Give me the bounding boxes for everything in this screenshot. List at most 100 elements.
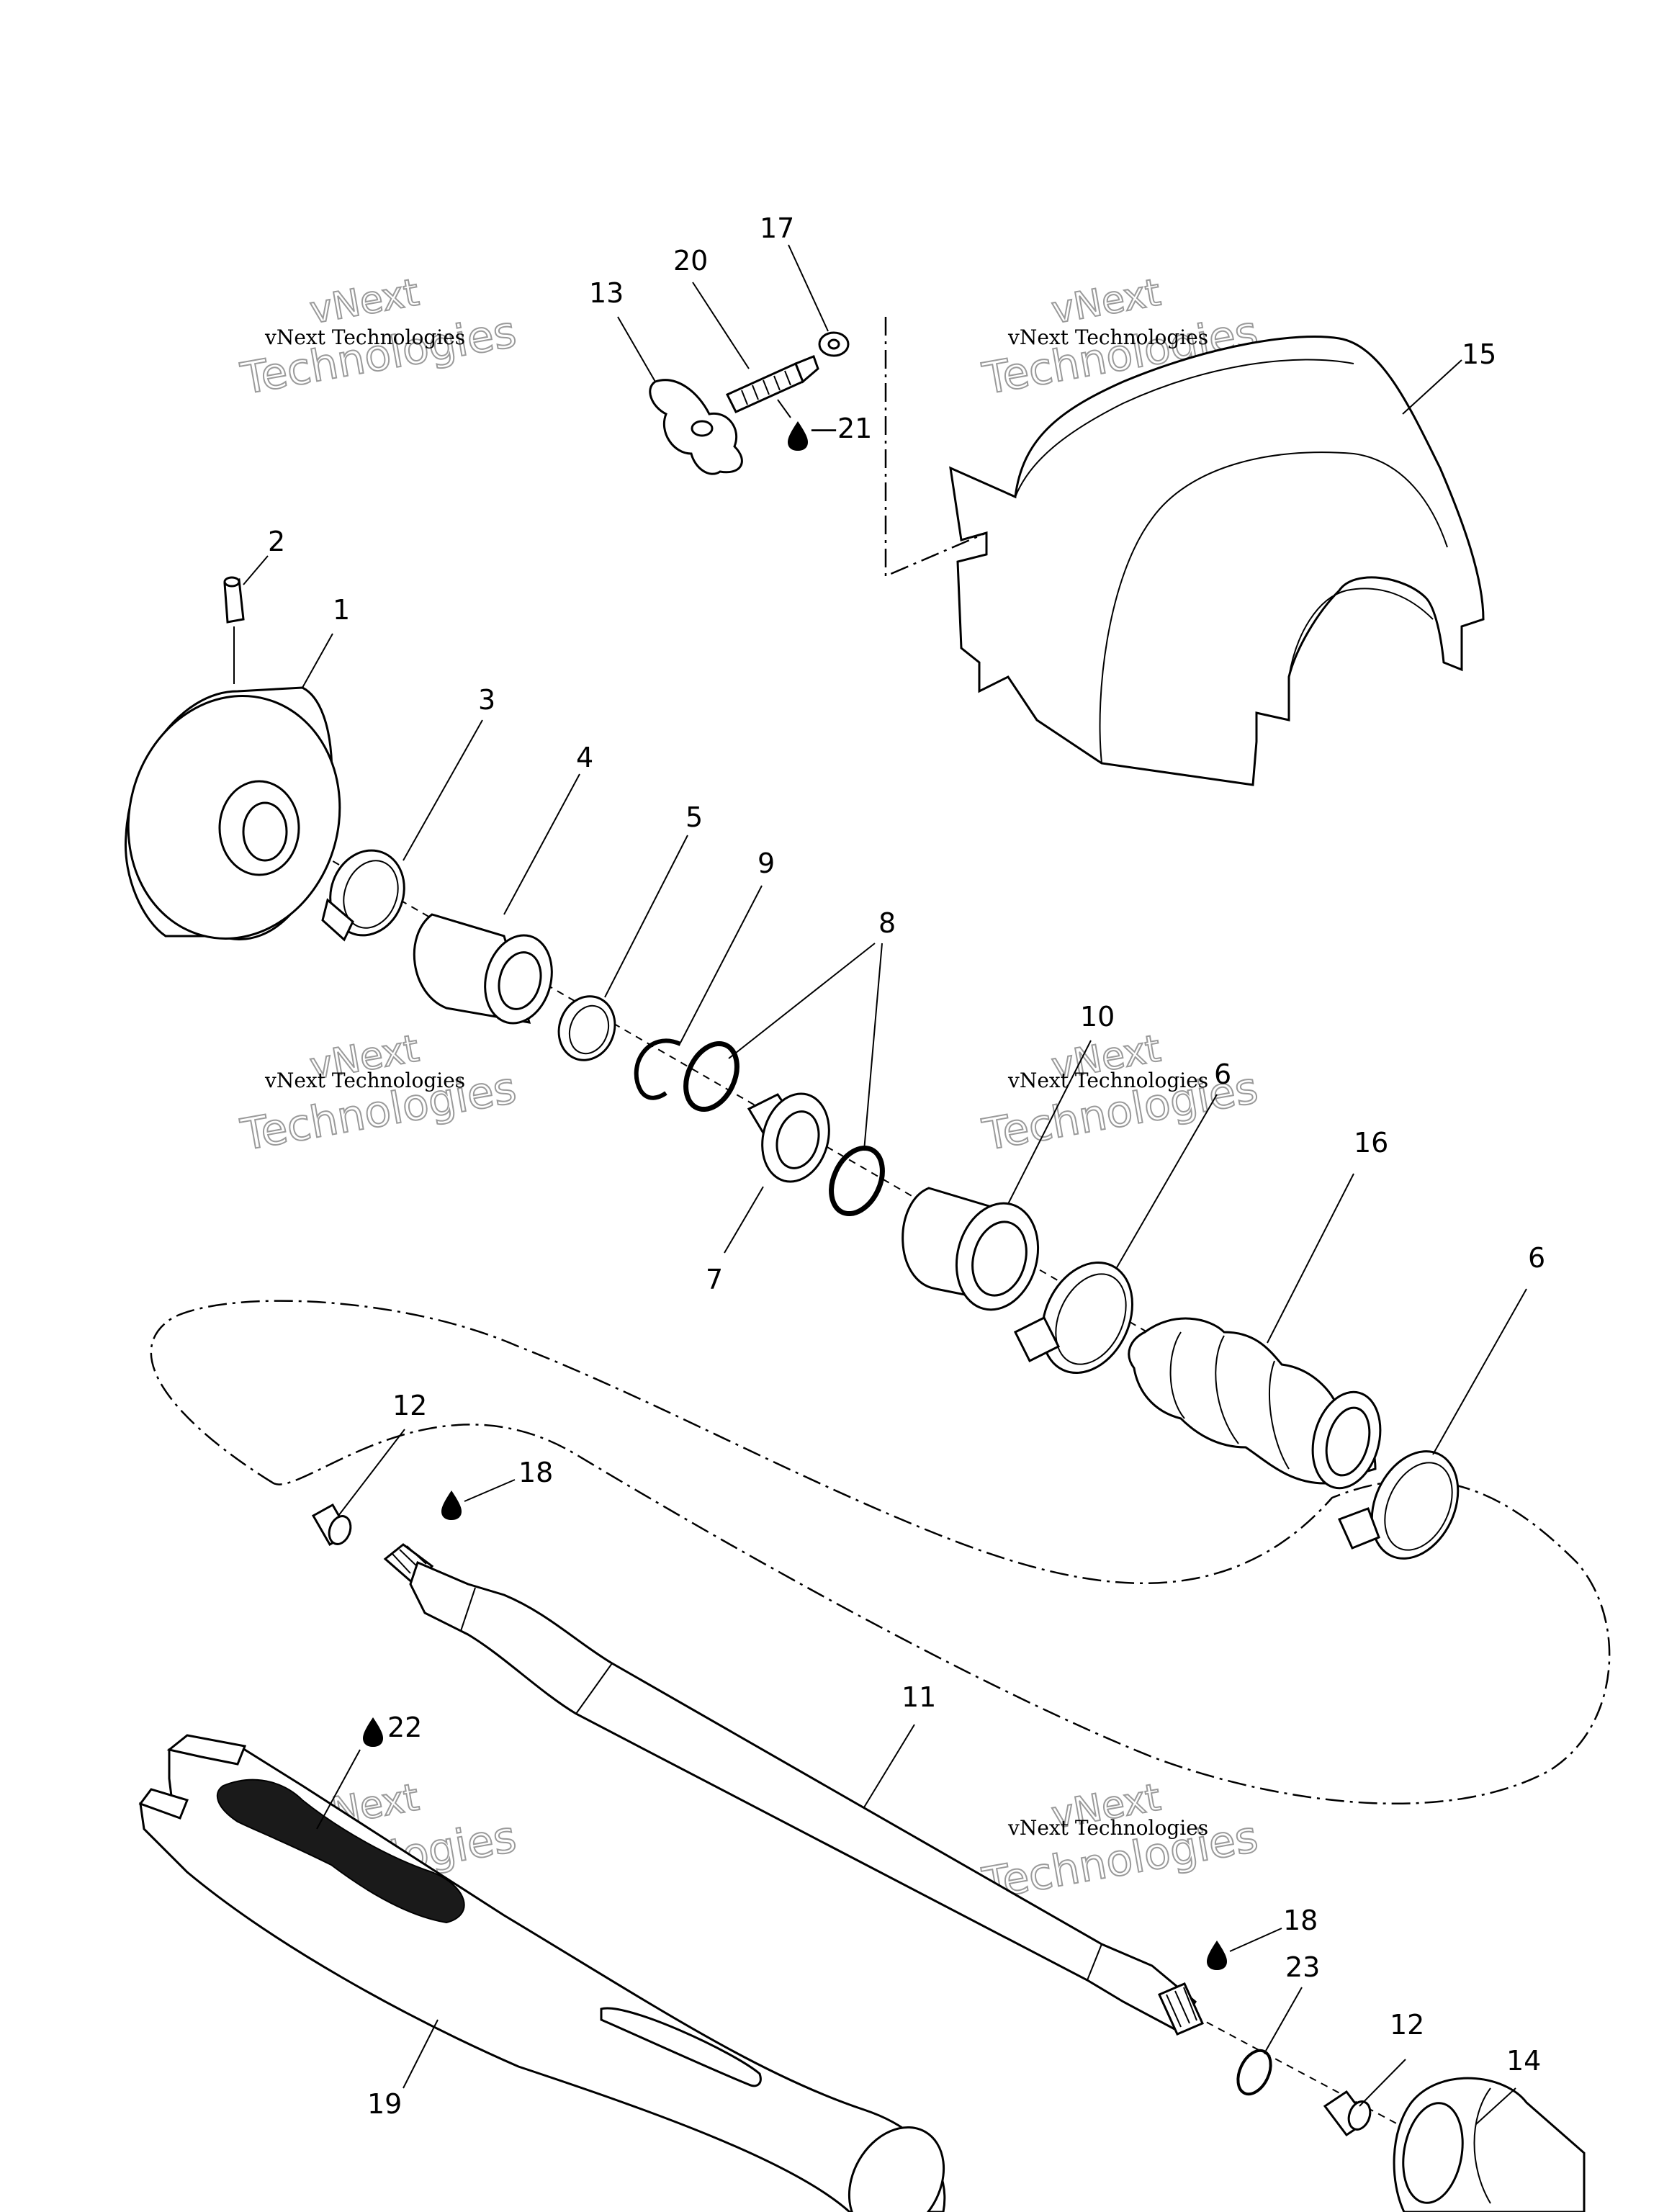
cover-arch — [1288, 588, 1434, 678]
callout-19: 19 — [367, 2088, 402, 2120]
hose-clamp-inner-b — [1384, 1462, 1453, 1551]
shaft-step-2 — [575, 1663, 613, 1714]
watermark-text-ml: vNext Technologies — [264, 1069, 465, 1092]
leader-10 — [1007, 1040, 1092, 1205]
cover-inner-edge — [1099, 451, 1448, 764]
callout-5: 5 — [685, 801, 703, 833]
callout-10: 10 — [1080, 1001, 1115, 1033]
shaft-step-1 — [460, 1587, 476, 1632]
callout-11: 11 — [902, 1681, 936, 1713]
coupling-face — [1402, 2102, 1464, 2204]
leader-20 — [692, 282, 750, 369]
phantom-line-15 — [884, 317, 987, 577]
callout-2: 2 — [268, 526, 285, 557]
phantom-loop — [150, 1300, 1611, 1805]
callout-12a: 12 — [392, 1390, 427, 1421]
shaft-step-3 — [1087, 1943, 1102, 1981]
leader-18b — [1229, 1928, 1282, 1952]
clamp-3 — [321, 849, 405, 942]
leader-4 — [503, 773, 580, 915]
callout-7: 7 — [706, 1264, 723, 1295]
tube-fork-lower — [138, 1788, 189, 1820]
leader-16 — [1267, 1173, 1354, 1344]
sleeve-10 — [902, 1187, 1040, 1311]
leader-15 — [1402, 359, 1462, 415]
hose-clamp-6a — [1013, 1261, 1133, 1375]
callout-21: —21 — [810, 413, 872, 444]
assembly-axis-lower — [1195, 2015, 1412, 2132]
watermark-outline-a: vNext — [307, 271, 422, 332]
grease-drop-icon-22 — [363, 1717, 383, 1747]
wing-nut-hole — [691, 420, 714, 437]
small-clamp-inner — [568, 1004, 610, 1055]
o-ring-8b — [829, 1145, 885, 1217]
stud-threads — [741, 370, 791, 405]
tube-fork-upper — [166, 1734, 247, 1766]
callout-20: 20 — [673, 245, 708, 276]
clamp-ear — [321, 898, 354, 942]
bellows-fold-1 — [1169, 1331, 1185, 1419]
washer-23 — [1236, 2049, 1272, 2096]
clamp-band-inner — [343, 860, 399, 929]
callout-12b: 12 — [1390, 2009, 1424, 2041]
callout-13: 13 — [589, 277, 624, 309]
grease-band-22 — [216, 1779, 465, 1924]
wing-nut-13 — [649, 379, 743, 475]
hose-clamp-screw-a — [1013, 1316, 1061, 1363]
washer-inner — [827, 338, 840, 350]
tube-mouth — [848, 2126, 945, 2212]
coupling-14 — [1393, 2077, 1586, 2212]
shaft-spline-end-lower — [1158, 1982, 1204, 2036]
callout-22: 22 — [387, 1712, 422, 1743]
seal-7 — [747, 1092, 830, 1183]
pulley-bore — [242, 801, 288, 862]
bushing-12a — [311, 1503, 352, 1547]
leader-9 — [680, 885, 763, 1043]
shaft-spline-lines-lower — [1166, 1987, 1197, 2028]
leader-12a — [338, 1429, 405, 1516]
stud-tip — [794, 355, 819, 384]
pulley-1 — [124, 686, 341, 940]
leader-6a — [1115, 1094, 1218, 1269]
bushing-12b — [1323, 2090, 1372, 2137]
drive-shaft-11 — [383, 1543, 1204, 2036]
bellows-fold-3 — [1268, 1360, 1290, 1470]
callout-8: 8 — [878, 907, 896, 939]
callout-6b: 6 — [1528, 1242, 1545, 1274]
leader-22 — [316, 1749, 361, 1830]
callout-9: 9 — [757, 848, 775, 879]
tube-slot — [600, 2007, 762, 2087]
leader-21 — [777, 399, 791, 418]
tube-19 — [138, 1734, 946, 2212]
leader-12b — [1359, 2059, 1406, 2107]
o-ring-8a — [683, 1040, 739, 1112]
leader-14 — [1475, 2087, 1516, 2125]
leader-2 — [243, 555, 269, 585]
threaded-stud-20 — [725, 355, 819, 413]
hose-clamp-band-a — [1041, 1261, 1133, 1375]
grease-drop-icon-18b — [1207, 1941, 1227, 1970]
seal-bore — [775, 1110, 820, 1169]
bushing-4 — [413, 913, 553, 1025]
leader-19 — [403, 2019, 439, 2089]
callout-23: 23 — [1285, 1951, 1320, 1983]
sleeve-bore — [971, 1220, 1028, 1297]
callout-6a: 6 — [1214, 1058, 1231, 1090]
leader-7 — [724, 1186, 764, 1254]
coupling-collar — [1473, 2087, 1491, 2204]
small-bushing-end-a — [328, 1515, 352, 1545]
bellows-fold-2 — [1215, 1335, 1239, 1444]
leader-3 — [403, 719, 483, 861]
callout-labels: 1 2 3 4 5 6 6 7 8 9 10 11 12 12 13 14 15… — [268, 212, 1545, 2120]
leader-lines — [243, 244, 1527, 2125]
hose-clamp-6b — [1337, 1450, 1460, 1560]
watermark-outline-b: Technologies — [237, 307, 520, 405]
callout-15: 15 — [1462, 338, 1496, 370]
washer-17 — [818, 331, 850, 357]
cover-15 — [949, 336, 1485, 786]
small-clamp-band — [557, 995, 616, 1061]
stud-body — [725, 361, 804, 413]
grease-fitting-2 — [223, 576, 245, 684]
leader-6b — [1432, 1288, 1527, 1455]
